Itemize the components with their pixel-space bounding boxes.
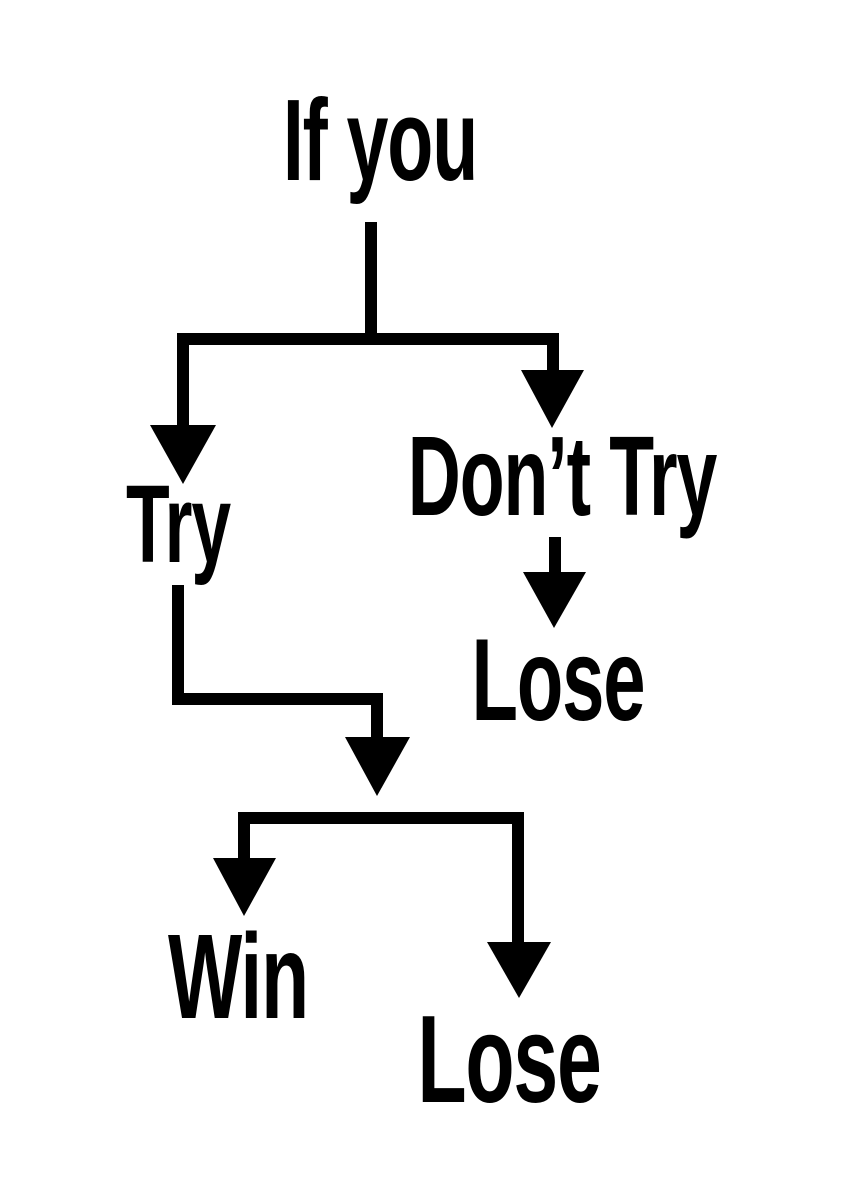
node-try: Try — [125, 463, 231, 586]
node-win: Win — [168, 908, 309, 1044]
node-dont-try: Don’t Try — [407, 413, 717, 539]
node-lose-top: Lose — [471, 614, 646, 745]
arrowhead-to-try — [150, 425, 216, 484]
edge-first-split-bar — [177, 333, 559, 427]
node-if-you: If you — [282, 75, 478, 205]
arrowhead-to-lose-bottom — [487, 942, 551, 998]
arrowhead-to-win — [213, 858, 276, 916]
edge-try-to-second-split — [172, 585, 383, 740]
node-lose-bottom: Lose — [417, 991, 601, 1129]
edge-second-split-bar — [238, 812, 524, 946]
arrowhead-to-lose-top — [523, 572, 586, 628]
arrowhead-to-second-split — [345, 737, 410, 796]
arrowhead-to-dont-try — [521, 370, 584, 428]
